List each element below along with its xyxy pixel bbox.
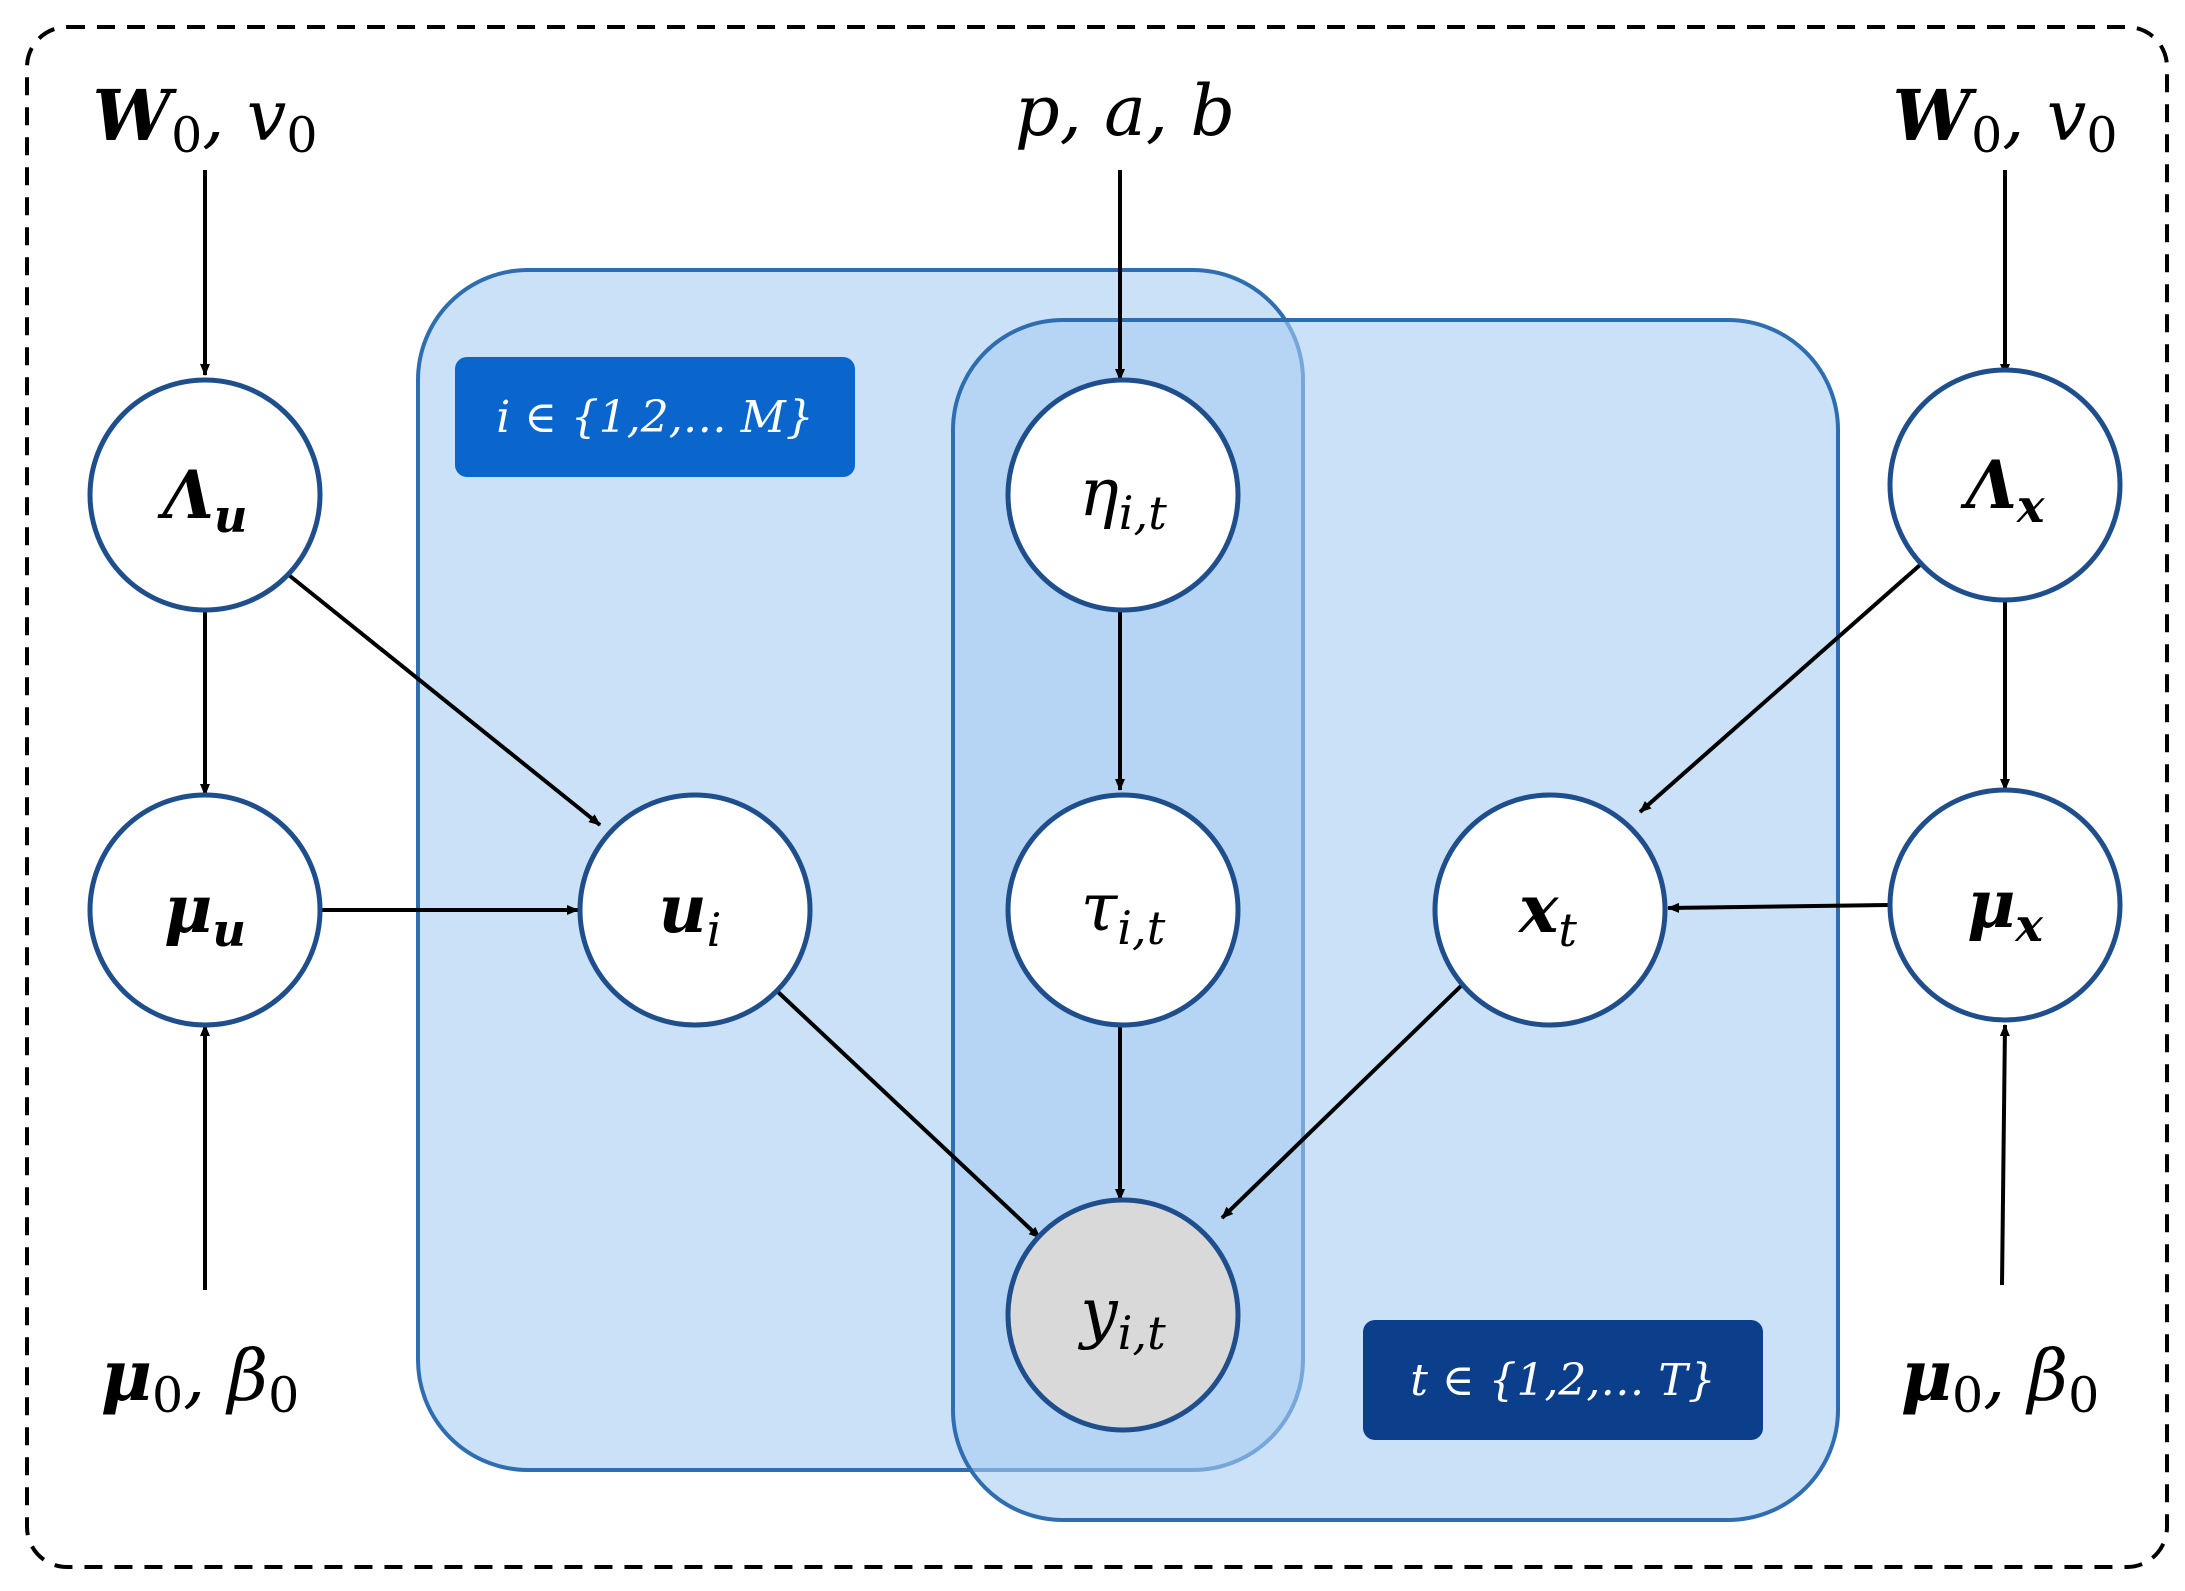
edge-mu-x-x-t bbox=[1667, 902, 1889, 913]
plate-i-label-bg bbox=[455, 357, 855, 477]
svg-text:μu: μu bbox=[164, 870, 246, 957]
plate-t-label-text: t ∈ {1,2,… T} bbox=[1410, 1355, 1716, 1406]
node-eta: ηi,t bbox=[1005, 377, 1241, 613]
y-main: y bbox=[1077, 1274, 1118, 1351]
svg-text:ui: ui bbox=[659, 870, 722, 957]
node-u-i: ui bbox=[577, 792, 813, 1028]
svg-text:Λu: Λu bbox=[157, 456, 248, 543]
edge-lambda-u-u-i bbox=[283, 570, 602, 827]
tau-main: τ bbox=[1081, 869, 1119, 946]
node-mu-x: μx bbox=[1887, 787, 2123, 1023]
x-t-sub: t bbox=[1558, 903, 1577, 957]
lambda-u-main: Λ bbox=[157, 456, 214, 534]
lambda-u-sub: u bbox=[214, 489, 248, 543]
hyper-w0-v0-left: W0, v0 bbox=[92, 74, 317, 164]
nodes: Λu μu ui ηi,t τi,t bbox=[87, 367, 2123, 1433]
hyper-mu0-beta0-right: μ0, β0 bbox=[1901, 1334, 2100, 1424]
node-lambda-u: Λu bbox=[87, 377, 323, 613]
mu-u-main: μ bbox=[164, 870, 212, 948]
hyper-p-a-b: p, a, b bbox=[1015, 70, 1235, 152]
lambda-x-main: Λ bbox=[1960, 446, 2017, 524]
eta-sub: i,t bbox=[1119, 486, 1167, 540]
svg-text:τi,t: τi,t bbox=[1081, 869, 1166, 955]
plate-i-label-text: i ∈ {1,2,… M} bbox=[496, 392, 814, 443]
y-sub: i,t bbox=[1118, 1306, 1166, 1360]
mu-x-main: μ bbox=[1967, 865, 2015, 943]
tau-sub: i,t bbox=[1117, 901, 1165, 955]
mu-u-sub: u bbox=[212, 903, 246, 957]
svg-text:yi,t: yi,t bbox=[1077, 1274, 1166, 1360]
plate-t-label: t ∈ {1,2,… T} bbox=[1363, 1320, 1763, 1440]
plate-i-label: i ∈ {1,2,… M} bbox=[455, 357, 855, 477]
hyper-w0-v0-right: W0, v0 bbox=[1892, 74, 2117, 164]
node-lambda-x: Λx bbox=[1887, 367, 2123, 603]
node-x-t: xt bbox=[1432, 792, 1668, 1028]
node-y-observed: yi,t bbox=[1005, 1197, 1241, 1433]
edge-mu0-mu-x bbox=[1999, 1024, 2010, 1286]
eta-main: η bbox=[1079, 454, 1119, 531]
svg-text:μx: μx bbox=[1967, 865, 2043, 952]
node-mu-u: μu bbox=[87, 792, 323, 1028]
edge-x-t-y bbox=[1220, 983, 1464, 1220]
svg-text:xt: xt bbox=[1517, 870, 1577, 957]
node-tau: τi,t bbox=[1005, 792, 1241, 1028]
lambda-x-sub: x bbox=[2016, 479, 2045, 533]
mu-x-sub: x bbox=[2014, 898, 2043, 952]
plate-t-label-bg bbox=[1363, 1320, 1763, 1440]
u-i-main: u bbox=[659, 870, 707, 948]
svg-text:Λx: Λx bbox=[1960, 446, 2045, 533]
edges bbox=[200, 170, 2010, 1290]
u-i-sub: i bbox=[707, 903, 722, 957]
edge-lambda-x-x-t bbox=[1638, 563, 1922, 814]
edge-u-i-y bbox=[776, 990, 1042, 1240]
x-t-main: x bbox=[1517, 870, 1559, 948]
hyper-mu0-beta0-left: μ0, β0 bbox=[101, 1334, 300, 1424]
svg-text:ηi,t: ηi,t bbox=[1079, 454, 1167, 540]
outer-dashed-frame bbox=[25, 25, 2169, 1569]
